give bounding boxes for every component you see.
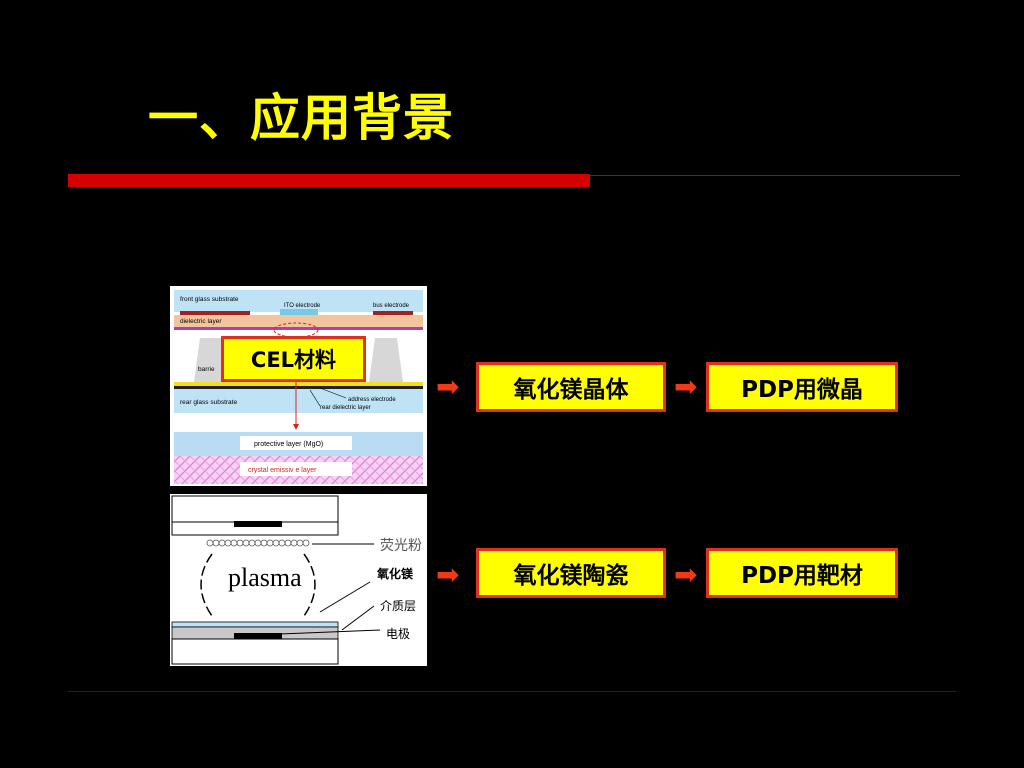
bottom-electrode [234,633,282,639]
electrode-label: 电极 [386,627,410,641]
right-arrow-icon: ➡ [436,370,460,403]
phosphor-circles [206,539,310,547]
rear-dielectric-leader [309,389,321,407]
title-underline-thick [68,174,590,187]
ito-electrode [280,309,318,315]
bus-label: bus electrode [373,303,410,309]
phosphor-label: 荧光粉 [380,537,422,554]
page-title: 一、应用背景 [148,89,454,147]
title-underline-thin [590,175,960,176]
plasma-discharge-svg: plasma 荧光粉 氧化镁 介质层 电极 [171,495,422,665]
protective-label: protective layer (MgO) [254,441,323,448]
phosphor-layer [174,382,423,386]
mgo-pointer-head [293,424,299,430]
right-arrow-icon: ➡ [436,558,460,591]
plasma-discharge-diagram: plasma 荧光粉 氧化镁 介质层 电极 [170,494,427,666]
highlight-ring [273,322,319,338]
right-arrow-icon: ➡ [674,558,698,591]
mgo-ceramic-box: 氧化镁陶瓷 [476,548,666,598]
address-electrode-layer [174,386,423,389]
crystal-label-box [240,462,352,476]
front-glass-label: front glass substrate [180,296,239,303]
barrier-rib-left [194,338,228,382]
mgo-layer [171,621,339,628]
mgo-label: 氧化镁 [376,566,414,581]
barrier-rib-right [369,338,403,382]
leader-lines [279,543,381,635]
address-leader [319,387,347,399]
bus-electrode-left [180,311,250,315]
mgo-thin-layer [174,327,423,330]
rear-glass-layer [174,389,423,413]
top-electrode [234,521,282,527]
pdp-target-box: PDP用靶材 [706,548,898,598]
top-glass [171,495,339,523]
barrier-label: barrie [198,366,215,373]
bottom-glass [171,638,339,665]
plasma-boundary-right [303,553,316,617]
ito-label: ITO electrode [284,303,321,309]
right-arrow-icon: ➡ [674,370,698,403]
dielectric-label-cn: 介质层 [380,599,416,613]
plasma-label: plasma [228,563,302,592]
protective-label-box [240,436,352,450]
pdp-cell-structure-svg: front glass substrate ITO electrode bus … [174,290,423,484]
address-label: address electrode [348,397,396,403]
pdp-microcrystal-box: PDP用微晶 [706,362,898,412]
dielectric-label: dielectric layer [180,318,222,325]
rear-dielectric-label: rear dielectric layer [320,405,371,411]
footer-rule [68,691,956,692]
cel-material-callout: CEL材料 [221,336,366,382]
plasma-boundary-left [200,553,213,617]
rear-glass-label: rear glass substrate [180,399,237,406]
front-glass-layer [174,290,423,312]
pdp-cell-structure-diagram: front glass substrate ITO electrode bus … [170,286,427,486]
bus-electrode-right [373,311,413,315]
crystal-label: crystal emissiv e layer [248,467,317,474]
dielectric-layer [174,315,423,327]
mgo-crystal-box: 氧化镁晶体 [476,362,666,412]
